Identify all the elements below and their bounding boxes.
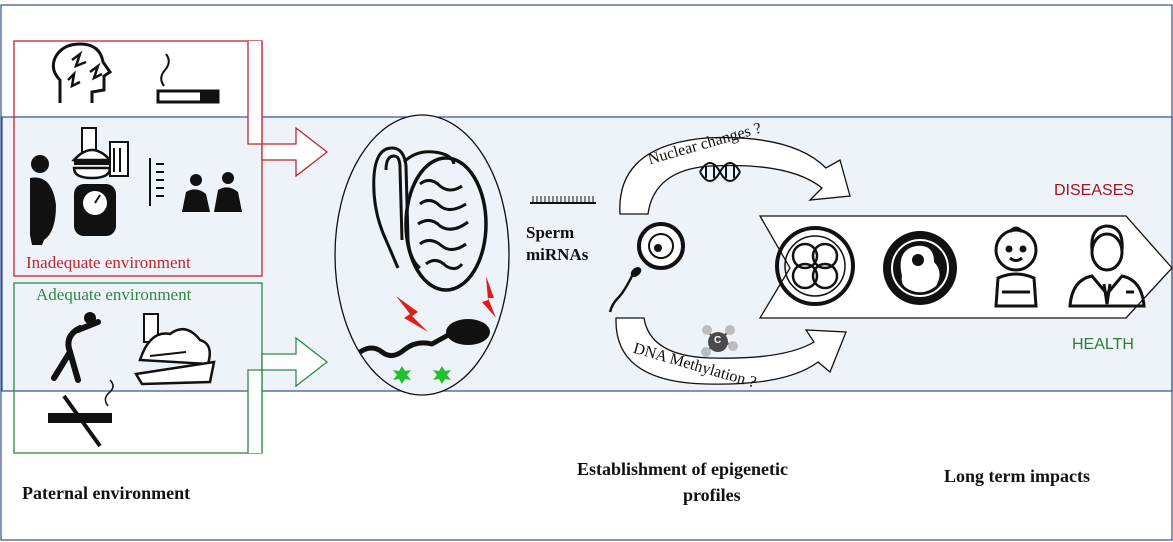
diseases-label: DISEASES — [1054, 182, 1134, 200]
establishment-label-line1: Establishment of epigenetic — [577, 459, 788, 480]
stressed-head-icon — [53, 44, 110, 103]
long-term-impacts-label: Long term impacts — [944, 466, 1090, 487]
paternal-environment-label: Paternal environment — [22, 483, 190, 504]
methyl-c-label: C — [714, 335, 721, 346]
cigarette-icon — [158, 54, 218, 102]
adequate-environment-label: Adequate environment — [36, 285, 191, 305]
establishment-label-line2: profiles — [683, 485, 741, 506]
health-label: HEALTH — [1072, 336, 1134, 354]
inadequate-environment-label: Inadequate environment — [26, 253, 191, 273]
fetus-icon — [883, 231, 957, 305]
sperm-mirnas-label-line1: Sperm — [526, 223, 574, 243]
sperm-mirnas-label-line2: miRNAs — [526, 245, 588, 265]
scale-icon — [74, 184, 116, 236]
